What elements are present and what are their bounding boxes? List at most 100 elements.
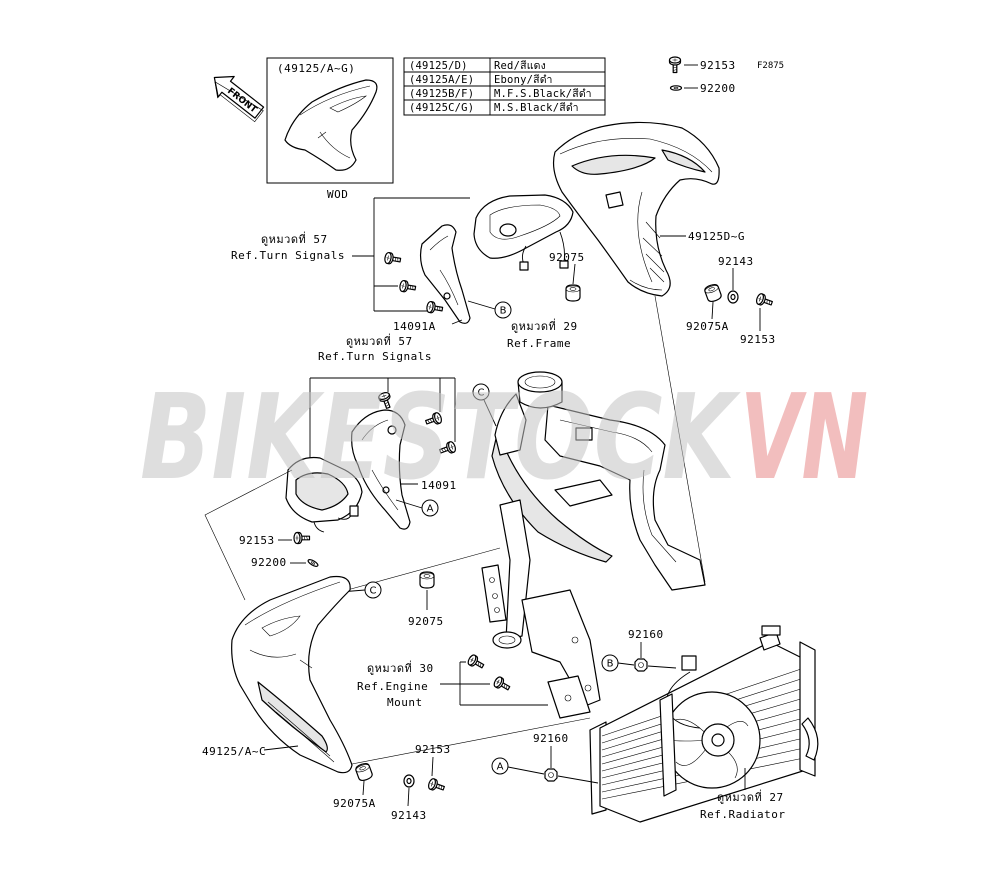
color-table-grid <box>404 58 605 115</box>
washer-top-label: 92200 <box>700 82 736 95</box>
callout-b-radiator-line <box>617 662 677 669</box>
screw-turn-signal-upper <box>398 279 417 295</box>
frame-cross-piece <box>554 479 613 507</box>
screw-turn-signal-upper <box>425 300 444 316</box>
radiator-assembly <box>589 625 819 823</box>
inset-cowl-sketch <box>284 79 378 171</box>
washer-left-lower-part <box>403 774 415 788</box>
frame-mount-hole <box>564 694 572 702</box>
color-table-color: M.F.S.Black/สีดำ <box>494 87 592 100</box>
turn-signal-upper-lens <box>489 204 561 240</box>
washer-left-part <box>306 557 320 569</box>
callout-c-frame: C <box>472 383 490 401</box>
color-table-color: Red/สีแดง <box>494 59 546 72</box>
watermark-accent: VN <box>740 368 868 506</box>
ref-engine-mount-line2: Mount <box>387 696 423 709</box>
left-cowl-vent-lines <box>267 701 335 763</box>
frame-main-member <box>544 404 706 591</box>
screw-turn-signal-lower <box>423 411 444 429</box>
right-cowl-vent-upper <box>661 149 706 173</box>
right-cowl-bottom-edge <box>629 279 663 291</box>
frame-headstock-ring-inner <box>524 375 556 389</box>
right-cowl-label: 49125D~G <box>688 230 745 243</box>
bracket-right <box>419 224 471 324</box>
callout-letter: C <box>370 586 377 597</box>
washer-top-part <box>669 85 683 91</box>
turn-signal-upper-connector <box>519 261 529 271</box>
left-cowl-window <box>261 615 301 637</box>
turn-signal-lower <box>285 456 363 533</box>
screw-left-part <box>293 531 311 545</box>
inset-box: (49125/A~G) <box>266 57 394 184</box>
screw-top-label: 92153 <box>700 59 736 72</box>
callout-circle <box>472 383 490 401</box>
ref-frame: Ref.Frame <box>507 337 571 350</box>
radiator-cap <box>761 625 781 636</box>
right-cowl-tab <box>605 191 624 209</box>
right-cowl-ridge <box>559 138 713 173</box>
grommet-right-upper-label: 92075 <box>549 251 585 264</box>
washer-left-label: 92200 <box>251 556 287 569</box>
assembly-line-left-cowl-engine-mount <box>351 717 591 765</box>
callout-letter: B <box>500 306 507 317</box>
bracket-left <box>351 409 411 530</box>
turn-signal-lower-connector <box>349 505 359 517</box>
ref-engine-mount-thai: ดูหมวดที่ 30 <box>367 660 434 675</box>
nut-upper-label: 92160 <box>628 628 664 641</box>
right-cowl-panel-line <box>637 191 653 283</box>
grommet-center-part <box>419 571 435 589</box>
inset-cowl-outline <box>284 79 378 171</box>
callout-circle <box>601 654 619 672</box>
screw-left-lower-leader <box>431 756 434 777</box>
screw-top-part <box>668 56 682 74</box>
frame-mount-bracket <box>521 589 601 707</box>
callout-a-bracket-line <box>395 499 423 509</box>
radiator-fan-motor-hub <box>711 733 725 747</box>
grommet-right-label: 92075A <box>686 320 729 333</box>
grommet-right-upper-part <box>565 284 581 302</box>
bracket-left-outline <box>351 409 411 530</box>
grommet-center-label: 92075 <box>408 615 444 628</box>
callout-letter: C <box>478 388 485 399</box>
bracket-left-edge <box>361 419 399 511</box>
assembly-line-right-cowl-frame <box>654 295 706 583</box>
grommet-left-lower-leader <box>362 780 365 796</box>
callout-c-cowl: C <box>364 581 382 599</box>
diagram-code: F2875 <box>757 61 784 71</box>
ref-engine-mount-bracket <box>440 661 548 706</box>
bracket-left-label: 14091 <box>421 479 457 492</box>
grommet-left-lower-label: 92075A <box>333 797 376 810</box>
inset-part-ref: (49125/A~G) <box>277 62 355 75</box>
radiator-fan-bracket <box>659 693 677 797</box>
washer-left-lower-label: 92143 <box>391 809 427 822</box>
nut-upper-part <box>634 658 648 672</box>
screw-right-label: 92153 <box>740 333 776 346</box>
frame-main-detail <box>559 419 677 563</box>
inset-caption: WOD <box>327 188 348 201</box>
screw-left-lower-part <box>426 777 447 795</box>
frame-stay-hole <box>492 593 498 599</box>
inset-cowl-ridge <box>299 85 371 116</box>
frame-lower-ring <box>492 631 522 649</box>
grommet-right-upper-leader <box>572 263 576 285</box>
callout-b-bracket-line <box>467 300 496 310</box>
callout-a-radiator-line <box>507 766 599 784</box>
turn-signal-upper-connector-2 <box>559 260 569 269</box>
frame-stay-hole <box>489 577 495 583</box>
right-cowl-vent <box>571 154 656 175</box>
callout-c-frame-line <box>483 399 497 427</box>
washer-right-label: 92143 <box>718 255 754 268</box>
right-cowl-hatching <box>642 221 665 283</box>
turn-signal-upper-housing <box>473 194 574 259</box>
ref-radiator-thai: ดูหมวดที่ 27 <box>717 789 784 804</box>
callout-a-radiator: A <box>491 757 509 775</box>
front-arrow-shadow <box>214 81 264 123</box>
bracket-right-outline <box>419 224 471 324</box>
assembly-line-left-cowl-turn-signal <box>204 469 293 601</box>
color-table-part: (49125B/F) <box>409 88 474 100</box>
bracket-right-leader <box>451 319 463 325</box>
bracket-right-hole <box>443 292 451 300</box>
left-cowl-panel-line <box>249 649 313 669</box>
callout-circle <box>364 581 382 599</box>
callout-circle <box>421 499 439 517</box>
